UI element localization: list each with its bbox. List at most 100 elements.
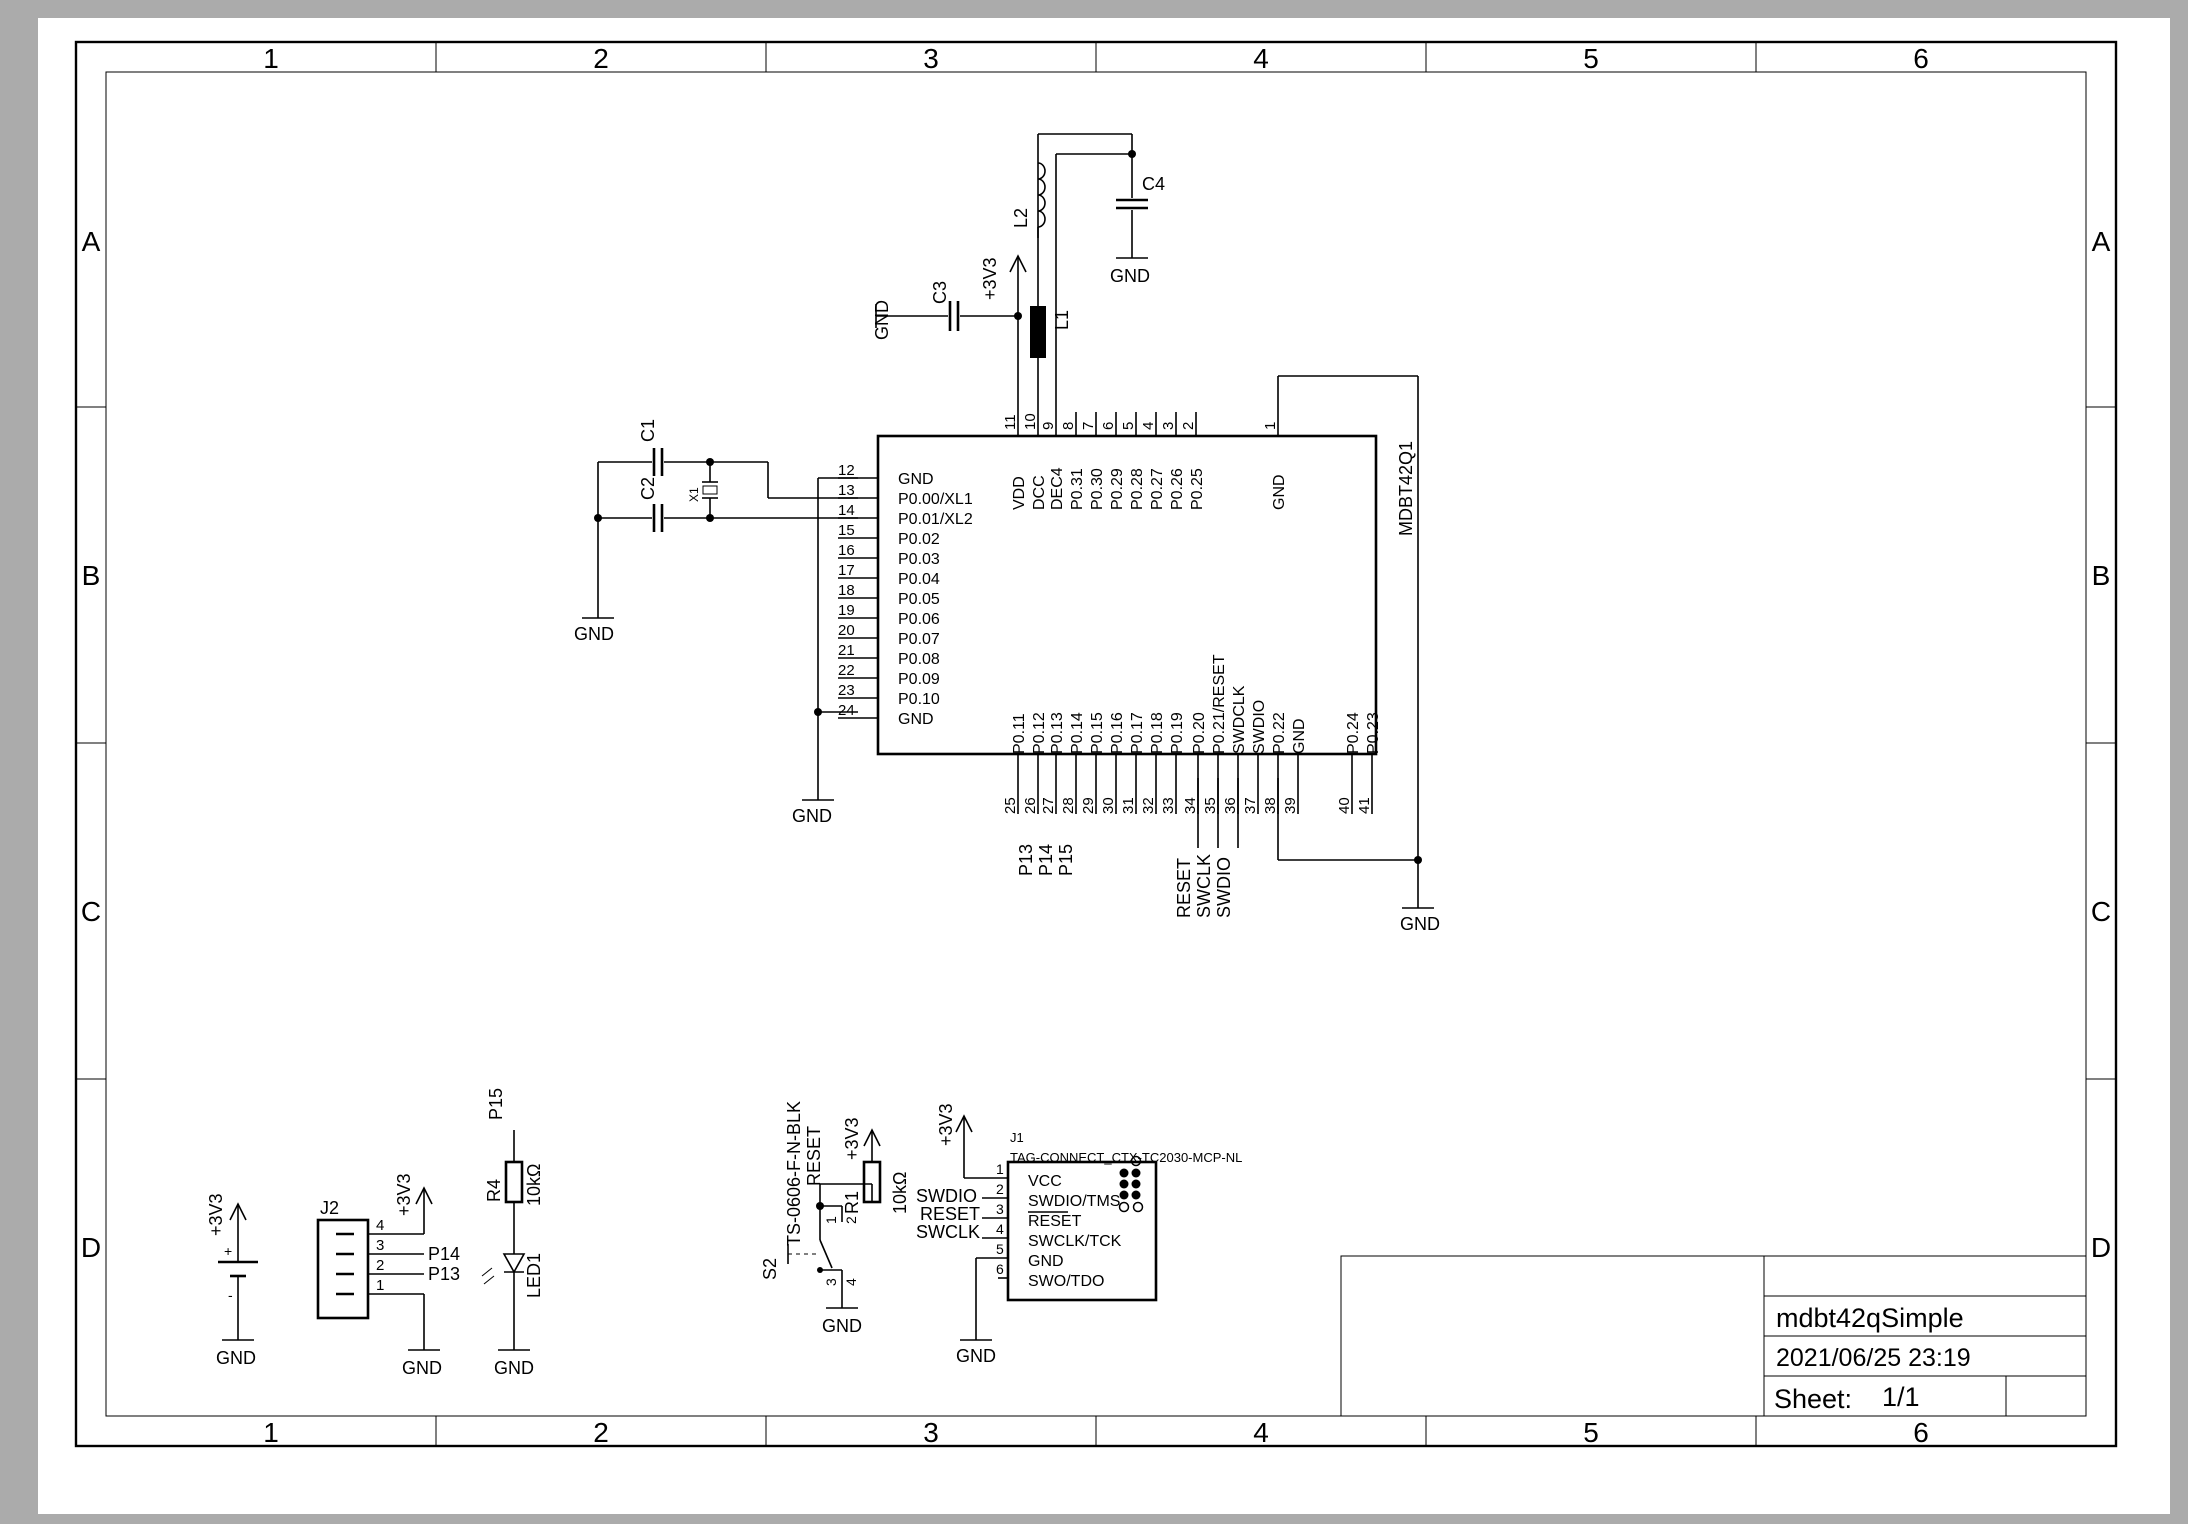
gnd-label: GND <box>956 1346 996 1366</box>
gnd-label: GND <box>216 1348 256 1368</box>
module-pin-number: 5 <box>1120 422 1137 430</box>
module-pin-number: 14 <box>838 502 855 519</box>
c1-label: C1 <box>638 419 658 442</box>
module-pin-number: 31 <box>1120 797 1137 814</box>
x1-label: X1 <box>687 487 701 502</box>
j1-pin-num: 6 <box>996 1261 1004 1277</box>
gnd-label: GND <box>872 300 892 340</box>
j1-pin-name: GND <box>1028 1253 1064 1270</box>
gnd-label: GND <box>574 624 614 644</box>
c4-label: C4 <box>1142 174 1165 194</box>
module-pin-name: P0.23 <box>1365 712 1382 754</box>
net-reset: RESET <box>920 1204 980 1224</box>
s2-pin: 3 <box>823 1278 839 1286</box>
module-pin-name: P0.27 <box>1149 468 1166 510</box>
module-pin-number: 27 <box>1040 797 1057 814</box>
net-p15: P15 <box>1056 844 1076 876</box>
j2-pin: 2 <box>376 1257 384 1274</box>
module-pin-name: P0.29 <box>1109 468 1126 510</box>
module-pin-name: P0.07 <box>898 631 940 648</box>
battery-symbol <box>218 1202 258 1341</box>
j2-header <box>316 1186 440 1351</box>
module-pin-name: P0.14 <box>1069 712 1086 754</box>
module-pin-number: 7 <box>1080 422 1097 430</box>
title-block: mdbt42qSimple 2021/06/25 23:19 Sheet: 1/… <box>1340 1255 2087 1417</box>
j1-pin-name: SWCLK/TCK <box>1028 1233 1122 1250</box>
s2-label: S2 <box>760 1258 780 1280</box>
module-pin-name: DCC <box>1031 475 1048 510</box>
s2-pin: 4 <box>843 1278 859 1286</box>
column-label: 2 <box>593 1417 609 1448</box>
j1-tag-connect <box>955 1114 1158 1341</box>
module-pin-name: GND <box>1271 474 1288 510</box>
crystal-section <box>582 448 858 801</box>
row-label: C <box>2091 896 2111 927</box>
module-pin-number: 11 <box>1002 414 1019 430</box>
module-pin-name: SWDCLK <box>1231 685 1248 754</box>
module-pin-name: P0.05 <box>898 591 940 608</box>
module-pin-name: P0.09 <box>898 671 940 688</box>
column-label: 2 <box>593 43 609 74</box>
module-pin-number: 18 <box>838 582 855 599</box>
module-pin-number: 13 <box>838 482 855 499</box>
net-reset: RESET <box>1174 858 1194 918</box>
module-pin-name: P0.20 <box>1191 712 1208 754</box>
module-pin-name: P0.03 <box>898 551 940 568</box>
module-pin-number: 17 <box>838 562 855 579</box>
module-pin-number: 6 <box>1100 422 1117 430</box>
module-pin-name: P0.24 <box>1345 712 1362 754</box>
module-pin-number: 25 <box>1002 797 1019 814</box>
module-pin-number: 28 <box>1060 797 1077 814</box>
v3-label: +3V3 <box>394 1173 414 1216</box>
module-pin-name: P0.31 <box>1069 468 1086 510</box>
battery-minus: - <box>228 1287 233 1303</box>
column-label: 5 <box>1583 1417 1599 1448</box>
module-pin-number: 16 <box>838 542 855 559</box>
r4-led1 <box>481 1130 530 1351</box>
j1-pin-name: VCC <box>1028 1173 1062 1190</box>
v3-label: +3V3 <box>842 1117 862 1160</box>
module-ref: MDBT42Q1 <box>1396 441 1416 536</box>
gnd-label: GND <box>1400 914 1440 934</box>
module-pin-name: P0.22 <box>1271 712 1288 754</box>
s2-pin: 2 <box>843 1216 859 1224</box>
j1-pin-num: 2 <box>996 1181 1004 1197</box>
module-pin-name: DEC4 <box>1049 467 1066 510</box>
module-pin-name: P0.26 <box>1169 468 1186 510</box>
c3-label: C3 <box>930 281 950 304</box>
module-pin-name: P0.19 <box>1169 712 1186 754</box>
module-pin-name: P0.16 <box>1109 712 1126 754</box>
j1-pin-num: 5 <box>996 1241 1004 1257</box>
c2-label: C2 <box>638 477 658 500</box>
column-label: 1 <box>263 1417 279 1448</box>
module-pin-number: 37 <box>1242 797 1259 814</box>
l1-label: L1 <box>1052 310 1072 330</box>
v3-label: +3V3 <box>980 257 1000 300</box>
module-pin-number: 36 <box>1222 797 1239 814</box>
module-pin-name: P0.21/RESET <box>1211 654 1228 754</box>
module-pin-number: 39 <box>1282 797 1299 814</box>
j1-pin-name: SWO/TDO <box>1028 1273 1104 1290</box>
j1-label: J1 <box>1010 1130 1024 1145</box>
gnd-label: GND <box>402 1358 442 1378</box>
top-wiring <box>875 133 1419 860</box>
r1-value: 10kΩ <box>890 1172 910 1214</box>
gnd-label: GND <box>792 806 832 826</box>
module-pin-name: P0.01/XL2 <box>898 511 973 528</box>
v3-label: +3V3 <box>206 1193 226 1236</box>
gnd-label: GND <box>822 1316 862 1336</box>
column-label: 3 <box>923 43 939 74</box>
net-p13: P13 <box>1016 844 1036 876</box>
module-pin-name: P0.02 <box>898 531 940 548</box>
column-label: 4 <box>1253 1417 1269 1448</box>
column-label: 6 <box>1913 43 1929 74</box>
module-pin-number: 26 <box>1022 797 1039 814</box>
module-pin-name: P0.10 <box>898 691 940 708</box>
title-block-name: mdbt42qSimple <box>1776 1303 1964 1333</box>
net-p14: P14 <box>428 1244 460 1264</box>
j1-part: TAG-CONNECT_CTX-TC2030-MCP-NL <box>1010 1150 1242 1165</box>
module-pin-name: GND <box>898 711 934 728</box>
row-label: A <box>2092 226 2111 257</box>
s2-pin: 1 <box>823 1216 839 1224</box>
battery-plus: + <box>224 1243 232 1259</box>
